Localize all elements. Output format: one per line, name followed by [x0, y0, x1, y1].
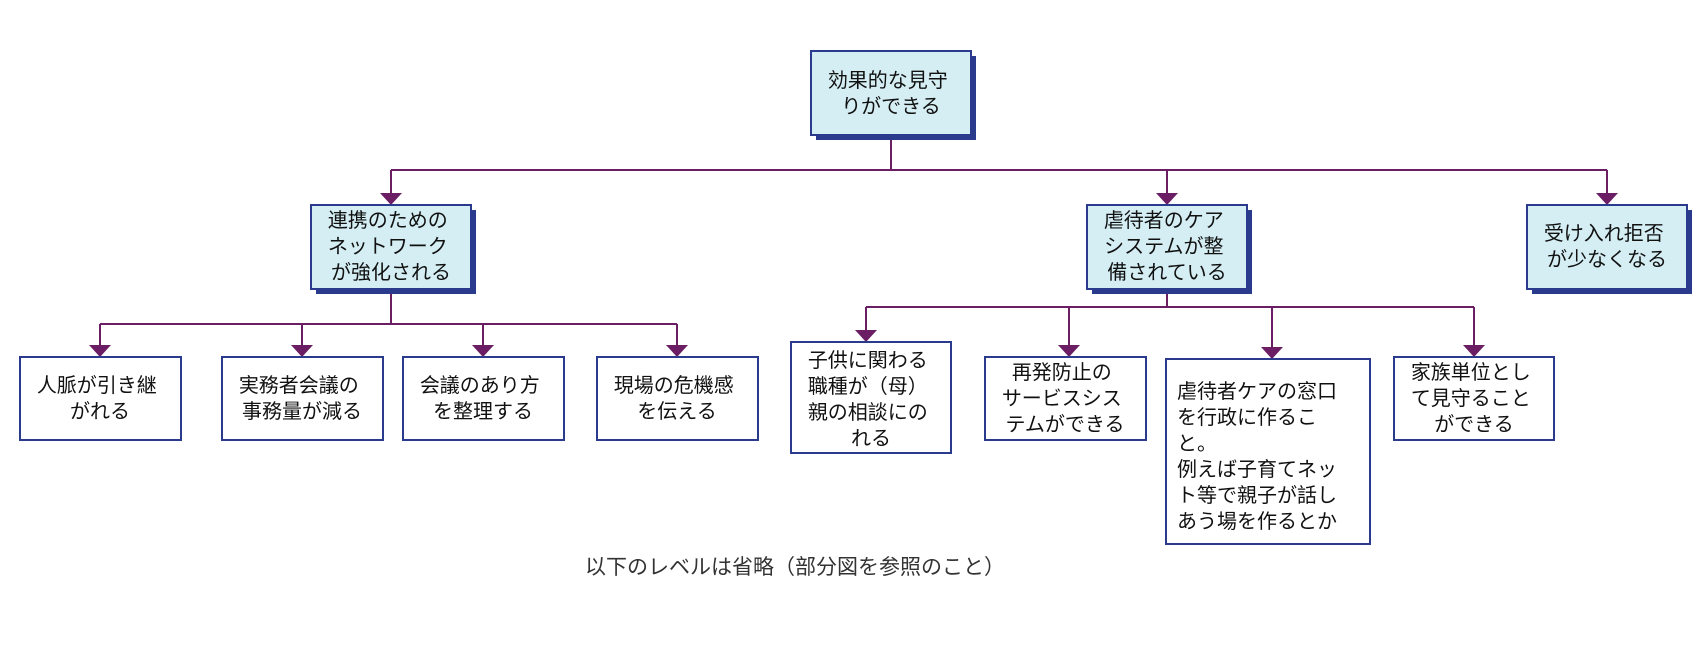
svg-text:現場の危機感 を伝える: 現場の危機感 を伝える — [614, 373, 740, 423]
svg-text:家族単位とし て見守ること ができる: 家族単位とし て見守ること ができる — [1411, 360, 1537, 436]
node-line: 連携のための — [328, 208, 448, 232]
svg-text:再発防止の サービスシス テムができ: 再発防止の サービスシス テムができる — [1002, 360, 1128, 436]
node-line: 事務量が減る — [242, 399, 362, 423]
node-parent-consultation: 子供に関わる 職種が（母） 親の相談にの れる — [790, 341, 952, 454]
svg-text:連携のための ネットワーク が強化さ: 連携のための ネットワーク が強化される — [328, 208, 454, 284]
root-line-1: 効果的な見守 — [828, 68, 948, 92]
node-line: 現場の危機感 — [614, 373, 734, 397]
svg-text:虐待者のケア システムが整 備されて: 虐待者のケア システムが整 備されている — [1104, 208, 1230, 284]
node-convey-crisis: 現場の危機感 を伝える — [596, 356, 759, 441]
node-line: 虐待者のケア — [1104, 208, 1224, 232]
node-network-strengthened: 連携のための ネットワーク が強化される — [310, 204, 476, 294]
node-line: 実務者会議の — [239, 373, 359, 397]
node-line: 職種が（母） — [808, 374, 928, 398]
node-line: テムができる — [1006, 412, 1125, 436]
node-line: あう場を作るとか — [1177, 509, 1337, 533]
node-line: システムが整 — [1104, 234, 1223, 258]
svg-text:人脈が引き継 がれる: 人脈が引き継 がれる — [37, 373, 163, 423]
node-care-window: 虐待者ケアの窓口 を行政に作るこ と。 例えば子育てネッ ト等で親子が話し あう… — [1165, 358, 1371, 545]
node-fewer-refusals: 受け入れ拒否 が少なくなる — [1526, 204, 1692, 294]
node-line: 備されている — [1107, 260, 1226, 284]
node-line: が強化される — [331, 260, 451, 284]
node-line: が少なくなる — [1547, 247, 1667, 271]
node-line: 会議のあり方 — [420, 373, 540, 397]
node-line: と。 — [1177, 431, 1217, 455]
node-line: サービスシス — [1002, 386, 1122, 410]
node-meeting-workload: 実務者会議の 事務量が減る — [221, 356, 384, 441]
svg-text:虐待者ケアの窓口 を行政に作るこ と: 虐待者ケアの窓口 を行政に作るこ と。 例えば子育てネッ ト等で親子が話し あう… — [1177, 379, 1343, 533]
node-recurrence-prevention: 再発防止の サービスシス テムができる — [984, 356, 1147, 441]
svg-text:効果的な見守 りができる: 効果的な見守 りができる — [828, 68, 954, 118]
node-line: を伝える — [637, 399, 716, 423]
svg-text:子供に関わる 職種が（母） 親の相談: 子供に関わる 職種が（母） 親の相談にの れる — [808, 348, 934, 450]
node-line: 子供に関わる — [808, 348, 928, 372]
svg-text:受け入れ拒否 が少なくなる: 受け入れ拒否 が少なくなる — [1544, 221, 1670, 271]
root-node: 効果的な見守 りができる — [810, 50, 976, 140]
node-line: 受け入れ拒否 — [1544, 221, 1664, 245]
node-line: 親の相談にの — [808, 400, 928, 424]
node-line: を行政に作るこ — [1177, 405, 1317, 429]
node-line: て見守ること — [1411, 386, 1531, 410]
node-line: ネットワーク — [328, 234, 448, 258]
node-line: れる — [851, 426, 891, 450]
node-line: がれる — [70, 399, 130, 423]
node-line: ト等で親子が話し — [1177, 483, 1337, 507]
node-family-unit: 家族単位とし て見守ること ができる — [1393, 356, 1555, 441]
node-line: 人脈が引き継 — [37, 373, 157, 397]
node-line: 虐待者ケアの窓口 — [1177, 379, 1337, 403]
node-line: ができる — [1434, 412, 1514, 436]
root-line-2: りができる — [841, 94, 941, 118]
omission-note: 以下のレベルは省略（部分図を参照のこと） — [585, 555, 1005, 579]
svg-text:会議のあり方 を整理する: 会議のあり方 を整理する — [420, 373, 546, 423]
node-care-system: 虐待者のケア システムが整 備されている — [1086, 204, 1252, 294]
node-line: 家族単位とし — [1411, 360, 1531, 384]
node-line: 再発防止の — [1012, 360, 1112, 384]
node-connections-inherited: 人脈が引き継 がれる — [19, 356, 182, 441]
node-line: 例えば子育てネッ — [1177, 457, 1337, 481]
node-meeting-organize: 会議のあり方 を整理する — [402, 356, 565, 441]
svg-text:実務者会議の 事務量が減る: 実務者会議の 事務量が減る — [239, 373, 365, 423]
node-line: を整理する — [433, 399, 533, 423]
